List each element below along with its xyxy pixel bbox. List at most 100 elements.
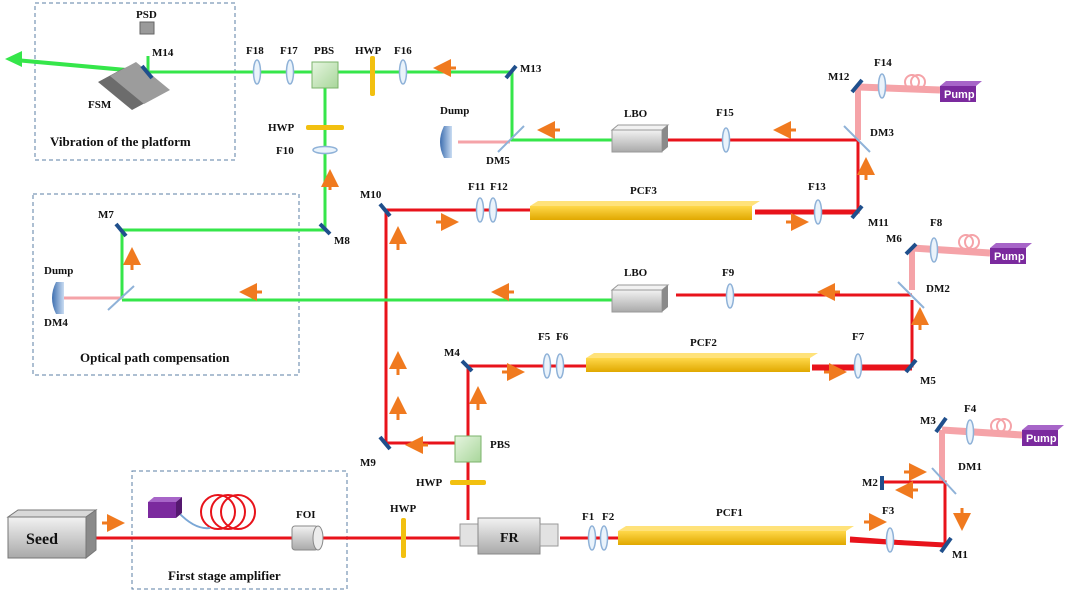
label-dm5: DM5 — [486, 155, 510, 167]
dump-1: Dump — [440, 105, 469, 158]
lens-f9 — [725, 283, 735, 309]
mirror-m8 — [318, 222, 332, 236]
dichroic-dm2 — [897, 281, 925, 309]
psd-detector: PSD — [136, 9, 157, 35]
label-f8: F8 — [930, 217, 943, 229]
label-f9: F9 — [722, 267, 735, 279]
dichroic-dm4 — [107, 285, 135, 311]
label-m12: M12 — [828, 71, 850, 83]
label-m2: M2 — [862, 477, 878, 489]
label-f13: F13 — [808, 181, 826, 193]
mirror-m1 — [939, 536, 953, 554]
label-m5: M5 — [920, 375, 936, 387]
lbo2-label: LBO — [624, 267, 648, 279]
label-f12: F12 — [490, 181, 508, 193]
label-m3: M3 — [920, 415, 936, 427]
label-f14: F14 — [874, 57, 892, 69]
pump-module-3: Pump — [990, 418, 1064, 446]
lbo-crystal-2: LBO — [610, 267, 670, 313]
label-f6: F6 — [556, 331, 569, 343]
label-dm2: DM2 — [926, 283, 950, 295]
mirror-m4 — [460, 359, 474, 373]
amplifier-box-label: First stage amplifier — [168, 568, 281, 583]
mirror-m14 — [140, 64, 154, 80]
pbs-bottom: PBS — [454, 435, 510, 463]
lens-f12 — [488, 197, 498, 223]
pbs-top: PBS — [311, 45, 339, 89]
lens-f17 — [285, 59, 295, 85]
label-m6: M6 — [886, 233, 902, 245]
faraday-rotator: FR — [459, 517, 559, 555]
green-beams — [14, 56, 612, 302]
hwp-bottom-label: HWP — [390, 503, 417, 515]
lens-f16 — [398, 59, 408, 85]
lens-f7 — [853, 353, 863, 379]
pump2-label: Pump — [994, 251, 1025, 263]
lens-f6 — [555, 353, 565, 379]
dump-2: Dump — [44, 265, 73, 314]
lens-f4 — [965, 419, 975, 445]
hwp-bottom: HWP — [390, 503, 417, 558]
hwp-mid-label: HWP — [268, 122, 295, 134]
mirror-m12 — [850, 78, 864, 94]
lenses — [252, 59, 975, 553]
lens-f14 — [877, 73, 887, 99]
pbs-top-label: PBS — [314, 45, 334, 57]
hwp-top: HWP — [355, 45, 382, 96]
dump2-label: Dump — [44, 265, 73, 277]
hwp-pbs: HWP — [416, 477, 486, 489]
pcf1-fiber: PCF1 — [618, 507, 854, 545]
lens-f18 — [252, 59, 262, 85]
direction-arrows — [102, 59, 971, 532]
pcf2-fiber: PCF2 — [586, 337, 818, 372]
pcf1-output-beam — [849, 537, 946, 548]
foi-label: FOI — [296, 509, 316, 521]
dichroic-dm3 — [843, 125, 871, 153]
amplifier-fiber-coil — [177, 494, 256, 530]
output-arrow-icon — [5, 51, 22, 67]
label-m11: M11 — [868, 217, 889, 229]
fsm-label: FSM — [88, 99, 112, 111]
label-f17: F17 — [280, 45, 298, 57]
compensation-box-label: Optical path compensation — [80, 350, 230, 365]
label-dm3: DM3 — [870, 127, 894, 139]
psd-label: PSD — [136, 9, 157, 21]
label-f18: F18 — [246, 45, 264, 57]
label-f16: F16 — [394, 45, 412, 57]
pump-module-2: Pump — [958, 234, 1032, 264]
label-f11: F11 — [468, 181, 485, 193]
pcf2-label: PCF2 — [690, 337, 717, 349]
mirror-m7 — [114, 222, 128, 238]
seed-label: Seed — [26, 531, 58, 548]
label-m4: M4 — [444, 347, 460, 359]
pump-beams — [64, 83, 1023, 480]
pcf3-label: PCF3 — [630, 185, 657, 197]
label-dm1: DM1 — [958, 461, 982, 473]
amplifier-pump-module — [148, 497, 182, 518]
dichroic-dm5 — [497, 125, 525, 153]
pbs-bottom-label: PBS — [490, 439, 510, 451]
label-m13: M13 — [520, 63, 542, 75]
vibration-box — [34, 2, 236, 161]
lens-f11 — [475, 197, 485, 223]
mirror-m13 — [504, 64, 518, 80]
vibration-box-label: Vibration of the platform — [50, 134, 191, 149]
label-m1: M1 — [952, 549, 968, 561]
mirror-m3 — [934, 416, 948, 434]
label-m14: M14 — [152, 47, 174, 59]
hwp-mid: HWP — [268, 122, 344, 134]
mirror-m6 — [904, 242, 918, 256]
label-dm4: DM4 — [44, 317, 68, 329]
fr-label: FR — [500, 531, 520, 546]
label-f10: F10 — [276, 145, 294, 157]
label-f4: F4 — [964, 403, 977, 415]
foi-isolator: FOI — [291, 509, 324, 551]
pcf3-fiber: PCF3 — [530, 185, 760, 220]
seed-laser: Seed — [6, 509, 98, 560]
label-f3: F3 — [882, 505, 895, 517]
label-m7: M7 — [98, 209, 114, 221]
label-f7: F7 — [852, 331, 865, 343]
pump-module-1: Pump — [904, 74, 982, 102]
amplifier-box — [131, 470, 348, 590]
